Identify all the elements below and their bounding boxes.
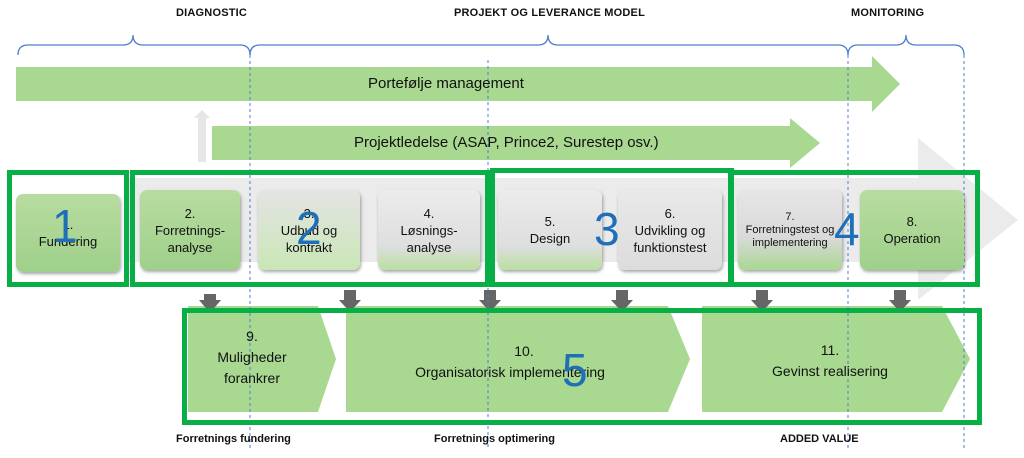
highlight-frame-1 bbox=[7, 170, 129, 287]
bottom-label-fundering: Forretnings fundering bbox=[176, 433, 291, 445]
bottom-arrow-11-shape bbox=[702, 306, 970, 412]
portfolio-arrow-label: Portefølje management bbox=[368, 75, 524, 92]
projekt-arrow-label: Projektledelse (ASAP, Prince2, Surestep … bbox=[354, 134, 659, 151]
phase-box-5[interactable]: 5. Design bbox=[498, 190, 602, 270]
bottom-arrow-9-shape bbox=[188, 306, 336, 412]
phase-label: Fundering bbox=[38, 234, 98, 249]
portfolio-arrow-shape bbox=[16, 56, 900, 112]
projekt-arrow-shape bbox=[212, 118, 820, 168]
phase-label: Forretningstest og implementering bbox=[745, 223, 835, 249]
highlight-frame-5 bbox=[182, 308, 982, 425]
section-braces bbox=[17, 34, 965, 56]
phase-box-6[interactable]: 6.Udvikling og funktionstest bbox=[618, 190, 722, 270]
phase-box-3[interactable]: 3.Udbud og kontrakt bbox=[258, 190, 360, 270]
phase-num: 2. bbox=[184, 205, 196, 221]
phase-box-8[interactable]: 8. Operation bbox=[860, 190, 964, 270]
phase-label: Design bbox=[529, 231, 571, 246]
phase-num: 8. bbox=[906, 214, 918, 229]
phase-num: 5. bbox=[544, 214, 556, 229]
bottom-label-optimering: Forretnings optimering bbox=[434, 433, 555, 445]
bottom-arrow-10-shape bbox=[346, 306, 690, 412]
phase-num: 1. bbox=[62, 217, 74, 232]
highlight-frame-4 bbox=[728, 170, 980, 287]
faded-up-arrow bbox=[194, 110, 210, 162]
section-label-diagnostic: DIAGNOSTIC bbox=[176, 7, 248, 19]
phase-label: Operation bbox=[883, 231, 941, 246]
phase-num: 3. bbox=[303, 205, 315, 221]
phase-num: 4. bbox=[423, 205, 435, 221]
phase-label: Løsnings-analyse bbox=[400, 222, 458, 255]
highlight-frame-3 bbox=[490, 168, 734, 287]
section-label-projekt: PROJEKT OG LEVERANCE MODEL bbox=[454, 7, 645, 19]
phase-label: Udbud og kontrakt bbox=[280, 222, 338, 255]
bottom-num: 11. bbox=[820, 342, 840, 358]
bottom-label: Muligheder forankrer bbox=[217, 349, 287, 386]
highlight-frame-2 bbox=[130, 170, 490, 287]
bottom-num: 10. bbox=[514, 343, 534, 359]
phase-box-1[interactable]: 1. Fundering bbox=[16, 194, 120, 272]
phase-box-2[interactable]: 2.Forretnings-analyse bbox=[140, 190, 240, 270]
phase-label: Udvikling og funktionstest bbox=[633, 222, 707, 255]
phase-num: 6. bbox=[664, 205, 676, 221]
section-label-monitoring: MONITORING bbox=[851, 7, 925, 19]
bottom-arrow-10: 10. Organisatorisk implementering bbox=[380, 341, 640, 383]
bottom-label-added-value: ADDED VALUE bbox=[780, 433, 859, 445]
phase-num: 7. bbox=[785, 210, 795, 223]
bottom-num: 9. bbox=[246, 328, 258, 344]
bottom-label: Gevinst realisering bbox=[772, 363, 888, 379]
phase-box-4[interactable]: 4.Løsnings-analyse bbox=[378, 190, 480, 270]
connectors bbox=[199, 290, 911, 313]
bottom-arrow-11: 11. Gevinst realisering bbox=[740, 340, 920, 382]
bottom-arrow-9: 9. Muligheder forankrer bbox=[196, 326, 308, 389]
bottom-label: Organisatorisk implementering bbox=[415, 364, 605, 380]
phase-box-7[interactable]: 7.Forretningstest og implementering bbox=[738, 190, 842, 270]
phase-label: Forretnings-analyse bbox=[154, 222, 226, 255]
